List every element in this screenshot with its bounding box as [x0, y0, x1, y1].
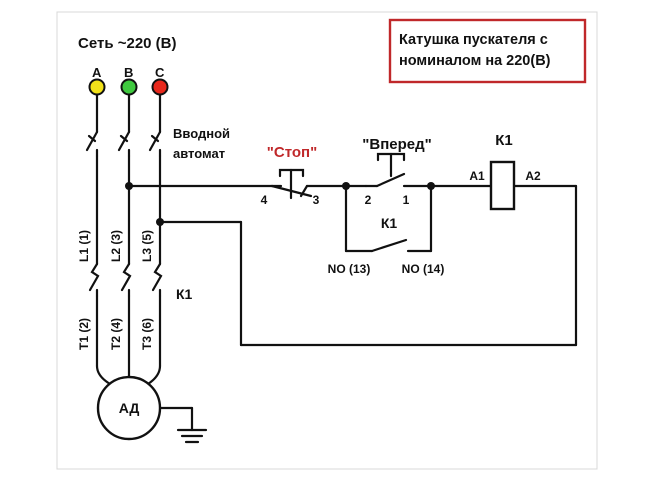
junction-dots: [125, 182, 435, 226]
coil-pin-a1: A1: [469, 169, 485, 183]
phase-c-lamp: [151, 78, 169, 96]
coil: К1 A1 A2: [469, 132, 541, 211]
phase-c-label: C: [155, 65, 165, 80]
stop-button: "Стоп" 4 3: [261, 144, 320, 207]
phase-wires-top: [95, 93, 162, 134]
forward-pin-1: 1: [403, 193, 410, 207]
motor: АД: [96, 375, 162, 441]
phase-indicators: A B C: [88, 65, 169, 96]
breaker-label-line-1: Вводной: [173, 126, 230, 141]
junction-left: [342, 182, 350, 190]
control-wires: [127, 184, 578, 347]
main-contacts: К1: [88, 262, 193, 302]
forward-button-label: "Вперед": [362, 136, 432, 153]
phase-a-label: A: [92, 65, 102, 80]
note-line-1: Катушка пускателя с: [399, 32, 548, 48]
terminal-t3: T3 (6): [140, 318, 154, 350]
stop-pin-3: 3: [313, 193, 320, 207]
main-contactor-label: К1: [176, 286, 193, 302]
phase-b-lamp: [120, 78, 138, 96]
note-border: [388, 18, 587, 84]
aux-no-14: NO (14): [402, 262, 445, 276]
forward-pin-2: 2: [365, 193, 372, 207]
coil-label: К1: [495, 132, 513, 149]
phase-a-lamp: [88, 78, 106, 96]
terminal-t2: T2 (4): [109, 318, 123, 350]
ground-icon: [158, 406, 208, 444]
coil-pin-a2: A2: [525, 169, 541, 183]
stop-pin-4: 4: [261, 193, 268, 207]
junction-b: [125, 182, 133, 190]
motor-label: АД: [119, 400, 140, 416]
forward-button: "Вперед" 2 1: [362, 136, 433, 207]
aux-contact-label: К1: [381, 215, 398, 231]
supply-title: Сеть ~220 (В): [78, 35, 177, 52]
phase-b-label: B: [124, 65, 133, 80]
coil-note: Катушка пускателя с номиналом на 220(В): [388, 18, 587, 84]
junction-c: [156, 218, 164, 226]
breaker-label-line-2: автомат: [173, 146, 225, 161]
stop-button-label: "Стоп": [267, 144, 317, 161]
terminal-l3: L3 (5): [140, 230, 154, 262]
terminal-l1: L1 (1): [77, 230, 91, 262]
terminal-t1: T1 (2): [77, 318, 91, 350]
note-line-2: номиналом на 220(В): [399, 53, 551, 69]
aux-contact: К1 NO (13) NO (14): [328, 215, 445, 276]
terminal-l2: L2 (3): [109, 230, 123, 262]
coil-body: [489, 160, 516, 211]
input-breaker: Вводной автомат: [85, 126, 230, 161]
phase-wires-lower: [95, 294, 162, 386]
aux-no-13: NO (13): [328, 262, 371, 276]
phase-wires-middle: [95, 154, 162, 266]
